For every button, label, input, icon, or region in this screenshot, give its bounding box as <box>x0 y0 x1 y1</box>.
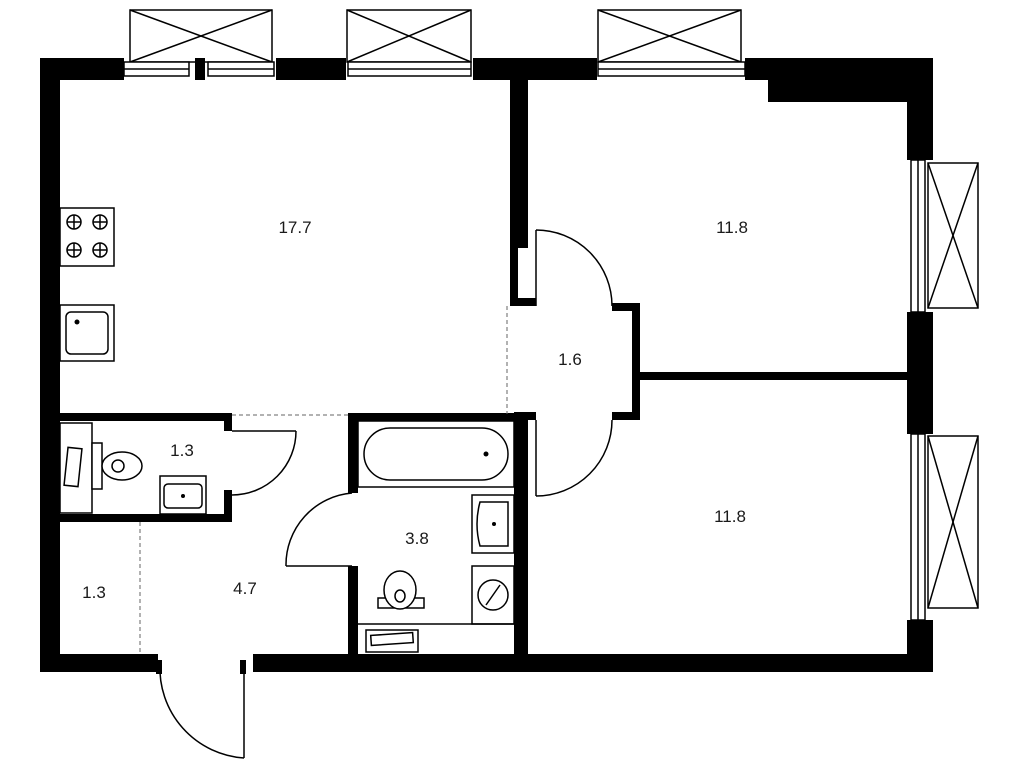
bathroom-sink-icon <box>471 494 515 554</box>
area-label-bedroom-bottom: 11.8 <box>714 507 746 526</box>
bathtub-icon <box>357 420 515 488</box>
door-wc <box>231 430 297 496</box>
area-label-hallway: 4.7 <box>233 579 257 598</box>
wc-sink-icon <box>159 475 207 515</box>
toilet-icon-bathroom <box>377 570 425 610</box>
area-label-wc: 1.3 <box>170 441 194 460</box>
bathroom-counter-icon <box>358 623 514 653</box>
balcony-right-top <box>927 162 979 309</box>
dashed-separators <box>139 306 508 654</box>
wc-boiler-icon <box>59 422 93 514</box>
outer-walls <box>40 58 933 672</box>
washing-machine-icon <box>471 565 515 625</box>
area-label-storage: 1.3 <box>82 583 106 602</box>
door-bedroom-top <box>535 229 613 307</box>
interior-walls <box>56 80 910 658</box>
area-label-corridor: 1.6 <box>558 350 582 369</box>
windows-top <box>123 61 746 77</box>
toilet-icon-wc <box>91 442 143 490</box>
entry-door <box>156 660 246 759</box>
area-label-bedroom-top: 11.8 <box>716 218 748 237</box>
door-bathroom <box>285 492 353 567</box>
balcony-top-middle <box>346 9 472 63</box>
stove-icon <box>59 207 115 267</box>
windows-right <box>910 159 926 621</box>
kitchen-sink-icon <box>59 304 115 362</box>
door-bedroom-bottom <box>535 419 613 497</box>
balcony-top-left <box>129 9 273 63</box>
balcony-top-right <box>597 9 742 63</box>
balcony-right-bottom <box>927 435 979 609</box>
area-label-bathroom: 3.8 <box>405 529 429 548</box>
area-label-kitchen-living: 17.7 <box>278 218 312 237</box>
